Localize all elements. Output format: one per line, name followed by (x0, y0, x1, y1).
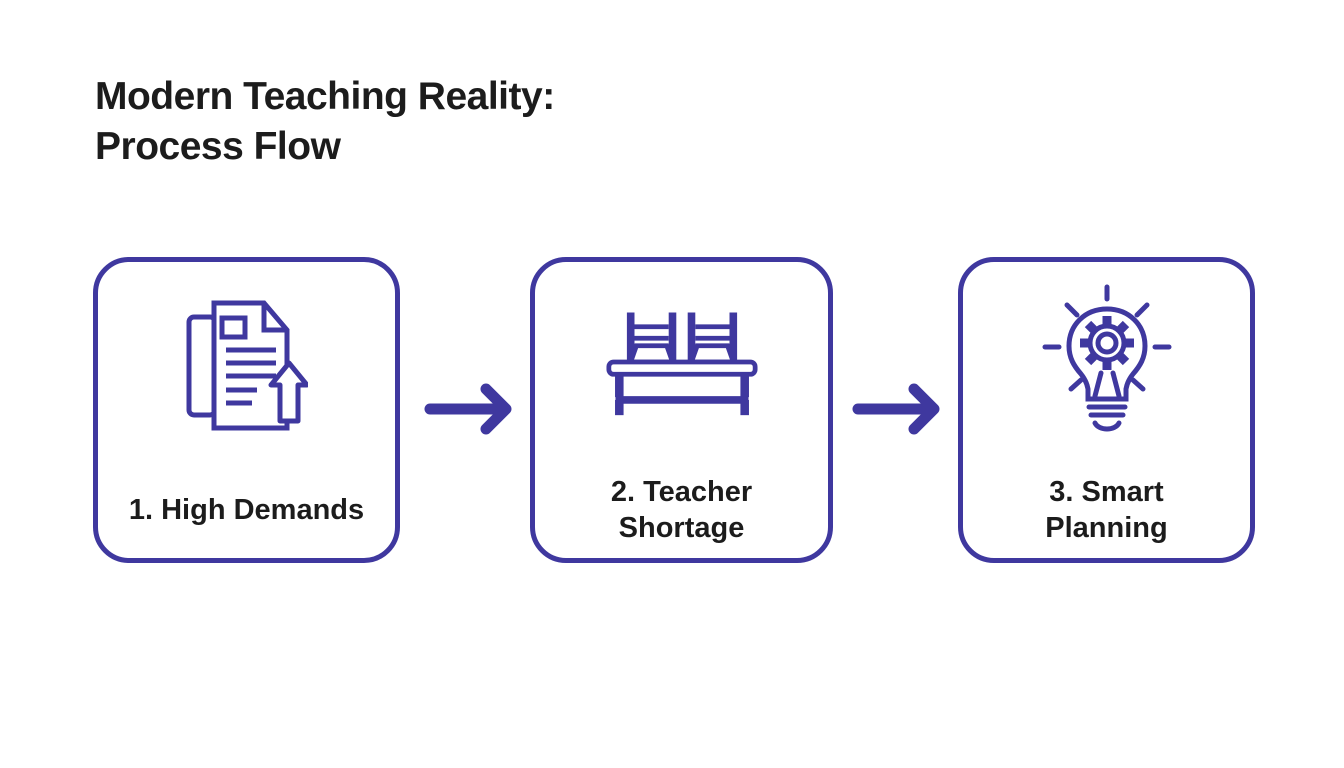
step-card-high-demands: 1. High Demands (93, 257, 400, 563)
step-label-teacher-shortage: 2. Teacher Shortage (535, 460, 828, 560)
step-label-line: 3. Smart (1049, 476, 1164, 508)
page-title-line2: Process Flow (95, 125, 341, 168)
classroom-desk-icon (535, 303, 828, 419)
document-upload-icon (98, 297, 395, 431)
step-label-line: Planning (1045, 512, 1168, 544)
lightbulb-gear-icon (963, 283, 1250, 443)
arrow-right-icon (424, 381, 512, 437)
page-title: Modern Teaching Reality: Process Flow (95, 72, 555, 172)
step-label-line: 1. High Demands (128, 494, 365, 526)
step-label-line: 2. Teacher (610, 476, 753, 508)
page-title-line1: Modern Teaching Reality: (95, 75, 555, 118)
step-card-teacher-shortage: 2. Teacher Shortage (530, 257, 833, 563)
step-label-high-demands: 1. High Demands (98, 460, 395, 560)
step-label-smart-planning: 3. Smart Planning (963, 460, 1250, 560)
step-card-smart-planning: 3. Smart Planning (958, 257, 1255, 563)
arrow-right-icon (852, 381, 940, 437)
step-label-line: Shortage (618, 512, 745, 544)
